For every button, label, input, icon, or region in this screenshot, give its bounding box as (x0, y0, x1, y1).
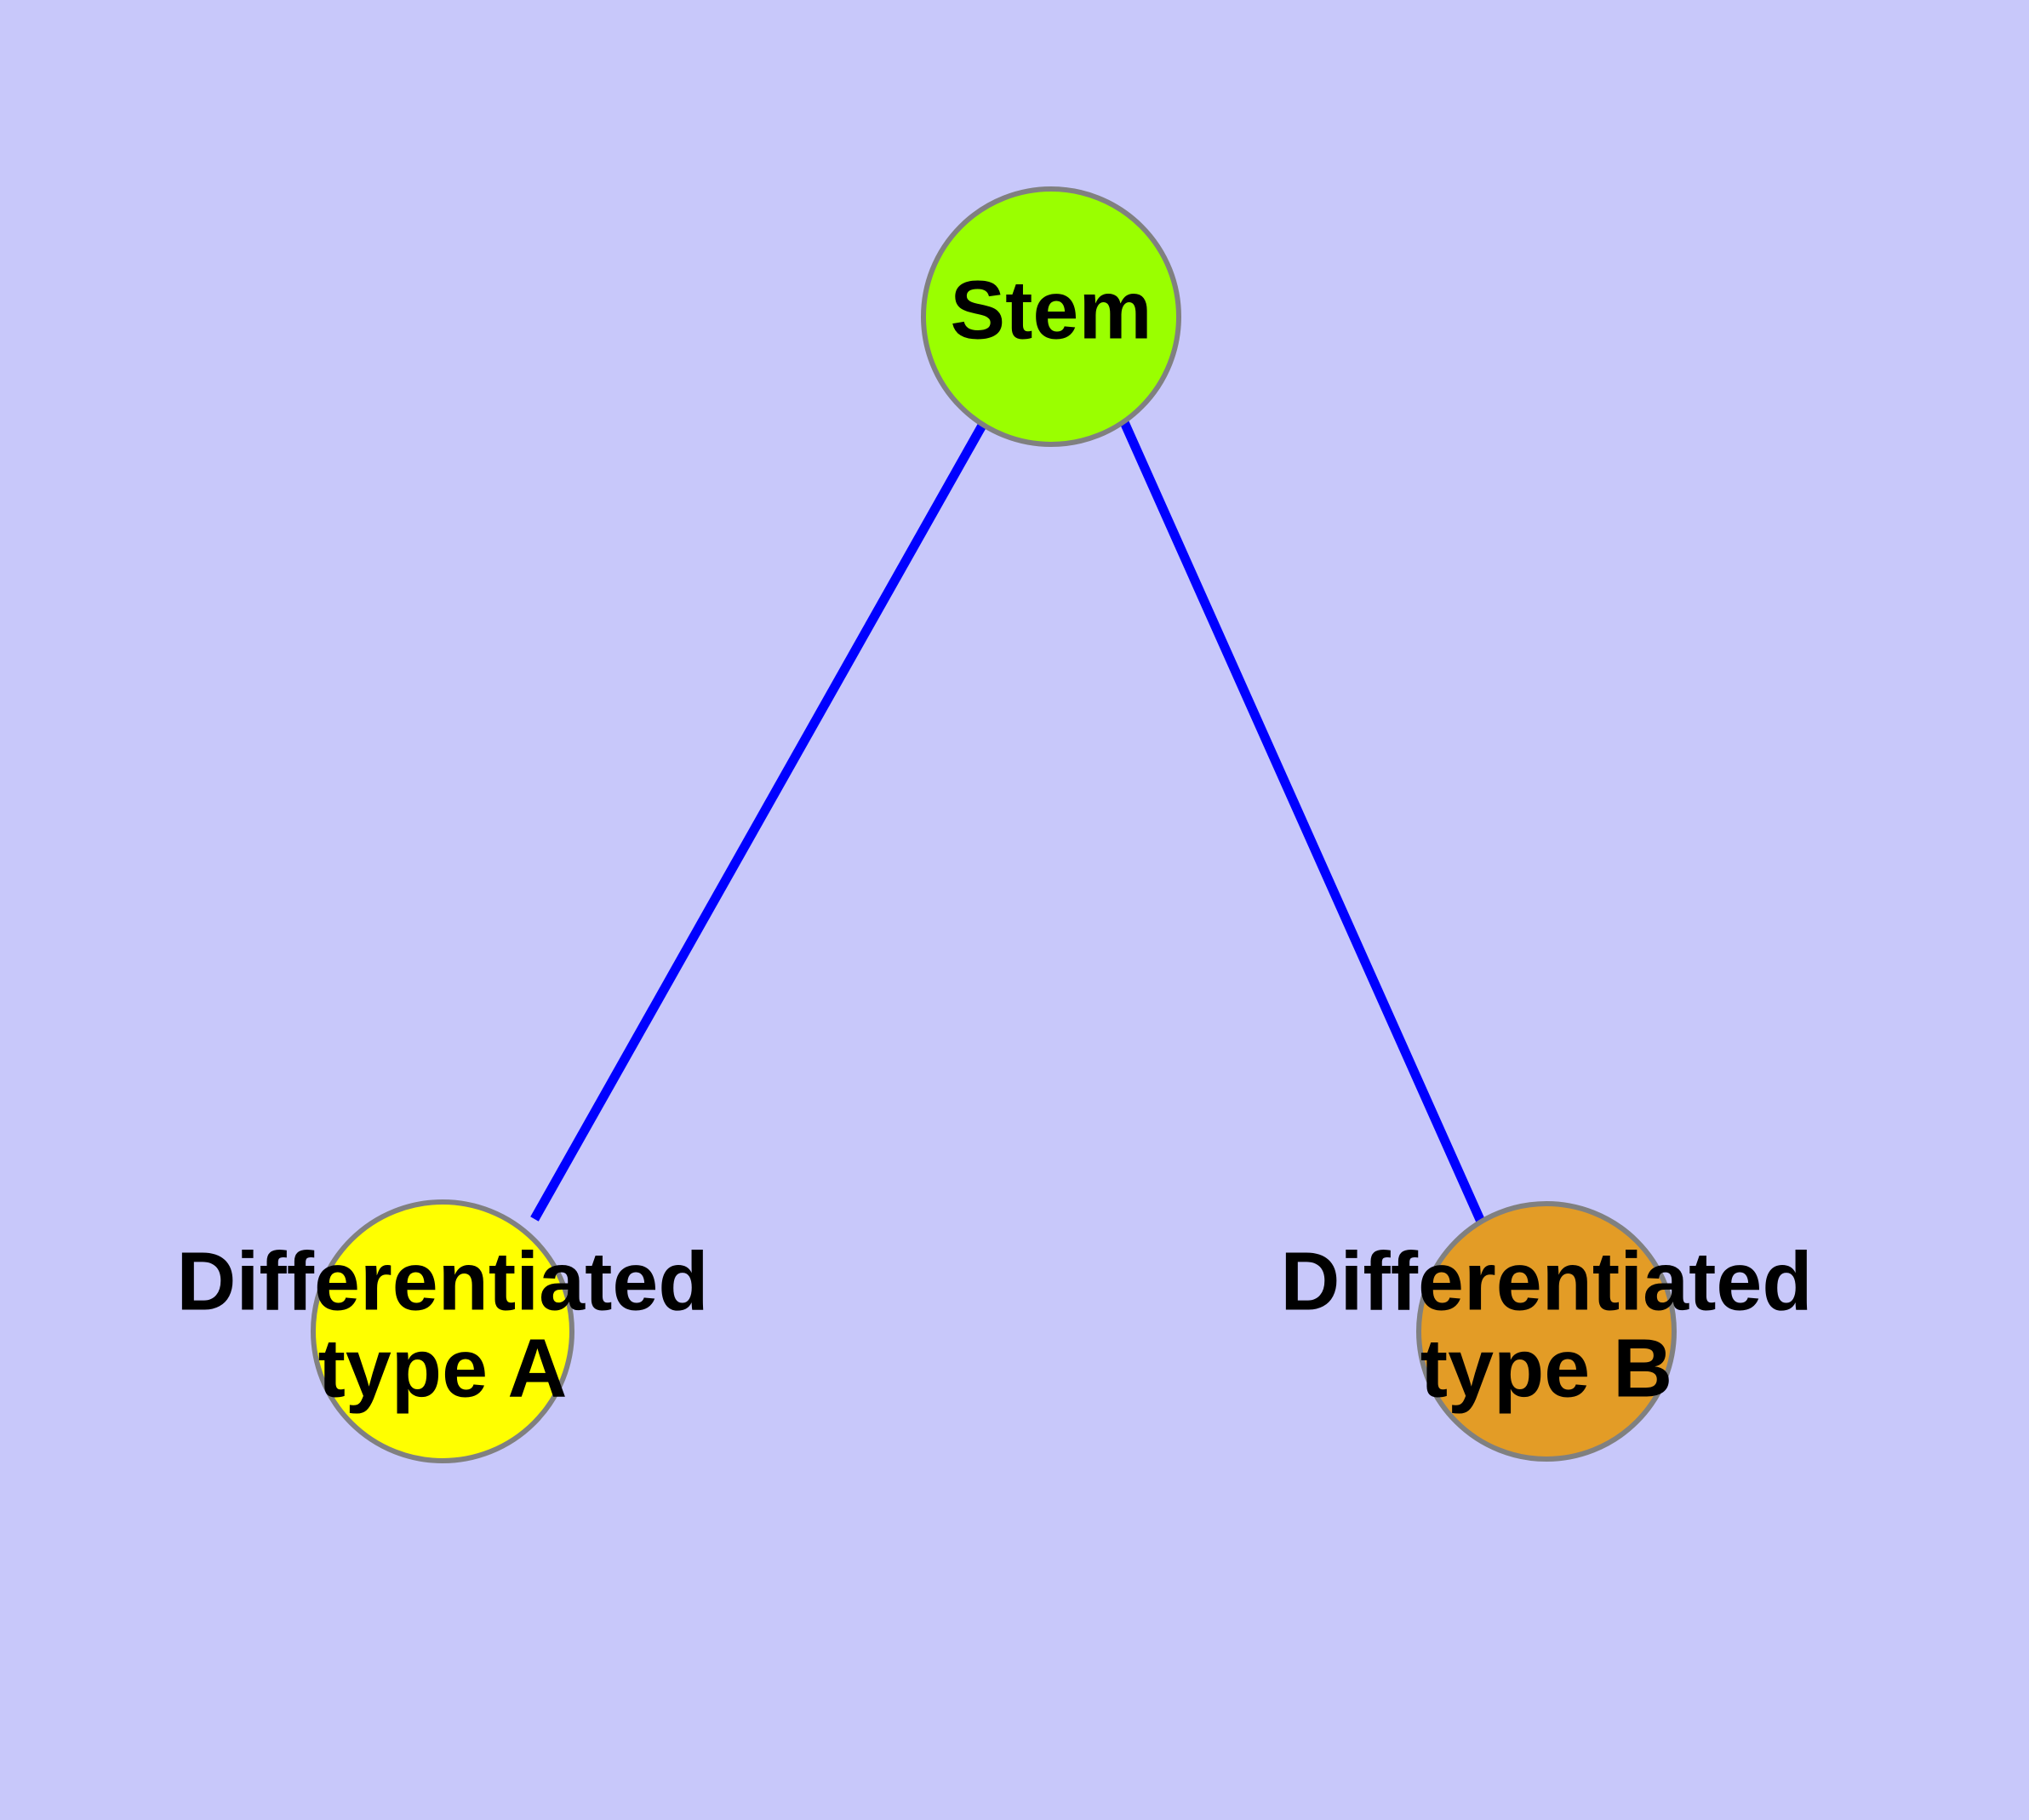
nodes-layer (311, 186, 1677, 1463)
edge-stem-to-diff-b[interactable] (1119, 420, 1486, 1224)
node-circle-stem[interactable] (921, 186, 1181, 447)
node-label-line-diff-a-1: type A (318, 1322, 568, 1415)
edges-layer (530, 420, 1486, 1224)
node-label-line-diff-b-1: type B (1420, 1322, 1672, 1415)
node-circle-diff-a[interactable] (311, 1199, 574, 1463)
node-circle-diff-b[interactable] (1416, 1201, 1677, 1462)
edge-stem-to-diff-a[interactable] (530, 421, 987, 1222)
node-label-line-stem-0: Stem (950, 264, 1152, 357)
node-label-stem: Stem (950, 264, 1152, 357)
node-label-line-diff-b-0: Differentiated (1280, 1235, 1812, 1328)
node-label-line-diff-a-0: Differentiated (176, 1235, 708, 1328)
